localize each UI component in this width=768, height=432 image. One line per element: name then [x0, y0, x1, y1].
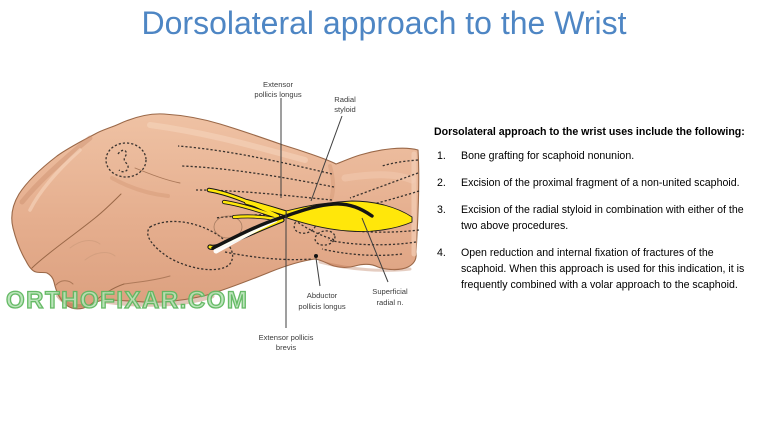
label-epl-line1: Extensor	[263, 80, 293, 89]
hand-diagram: Extensor pollicis longus Radial styloid …	[11, 80, 420, 352]
list-item-text: Open reduction and internal fixation of …	[461, 247, 745, 291]
uses-panel: Dorsolateral approach to the wrist uses …	[434, 126, 766, 304]
list-item: 3. Excision of the radial styloid in com…	[437, 202, 766, 234]
page-title: Dorsolateral approach to the Wrist	[141, 5, 627, 41]
carpal-outline	[213, 215, 243, 239]
uses-heading: Dorsolateral approach to the wrist uses …	[434, 126, 745, 138]
list-item-text: Excision of the proximal fragment of a n…	[461, 177, 740, 189]
leader-lines	[280, 98, 389, 328]
wrist-illustration: Extensor pollicis longus Radial styloid …	[0, 70, 436, 362]
label-radial-styloid-line1: Radial	[334, 95, 356, 104]
label-superficial-radial-line1: Superficial	[372, 287, 408, 296]
watermark: ORTHOFIXAR.COM	[5, 286, 249, 314]
label-radial-styloid-line2: styloid	[334, 105, 356, 114]
list-item-number: 2.	[437, 177, 446, 189]
incision-line	[211, 202, 374, 254]
list-item-number: 3.	[437, 204, 446, 216]
label-apl-line2: pollicis longus	[298, 302, 345, 311]
label-epb-line1: Extensor pollicis	[259, 333, 314, 342]
label-epb-line2: brevis	[276, 343, 296, 352]
list-item: 4. Open reduction and internal fixation …	[437, 245, 766, 293]
leader-superficial-radial	[361, 217, 389, 283]
leader-radial-styloid	[310, 115, 343, 202]
label-apl-line1: Abductor	[307, 291, 338, 300]
radial-nerve	[206, 187, 413, 250]
leader-apl	[315, 257, 321, 287]
uses-list: 1. Bone grafting for scaphoid nonunion. …	[434, 148, 766, 293]
list-item-number: 4.	[437, 247, 446, 259]
anatomy-labels: Extensor pollicis longus Radial styloid …	[254, 80, 408, 352]
list-item-text: Excision of the radial styloid in combin…	[461, 204, 744, 232]
list-item-number: 1.	[437, 150, 446, 162]
list-item-text: Bone grafting for scaphoid nonunion.	[461, 150, 635, 162]
hand-silhouette	[11, 113, 420, 310]
label-superficial-radial-line2: radial n.	[376, 298, 403, 307]
finger-contours	[31, 167, 181, 306]
skin-shading	[19, 122, 417, 308]
list-item: 1. Bone grafting for scaphoid nonunion.	[437, 148, 766, 164]
apl-marker-dot	[314, 254, 318, 258]
label-epl-line2: pollicis longus	[254, 90, 301, 99]
list-item: 2. Excision of the proximal fragment of …	[437, 175, 766, 191]
